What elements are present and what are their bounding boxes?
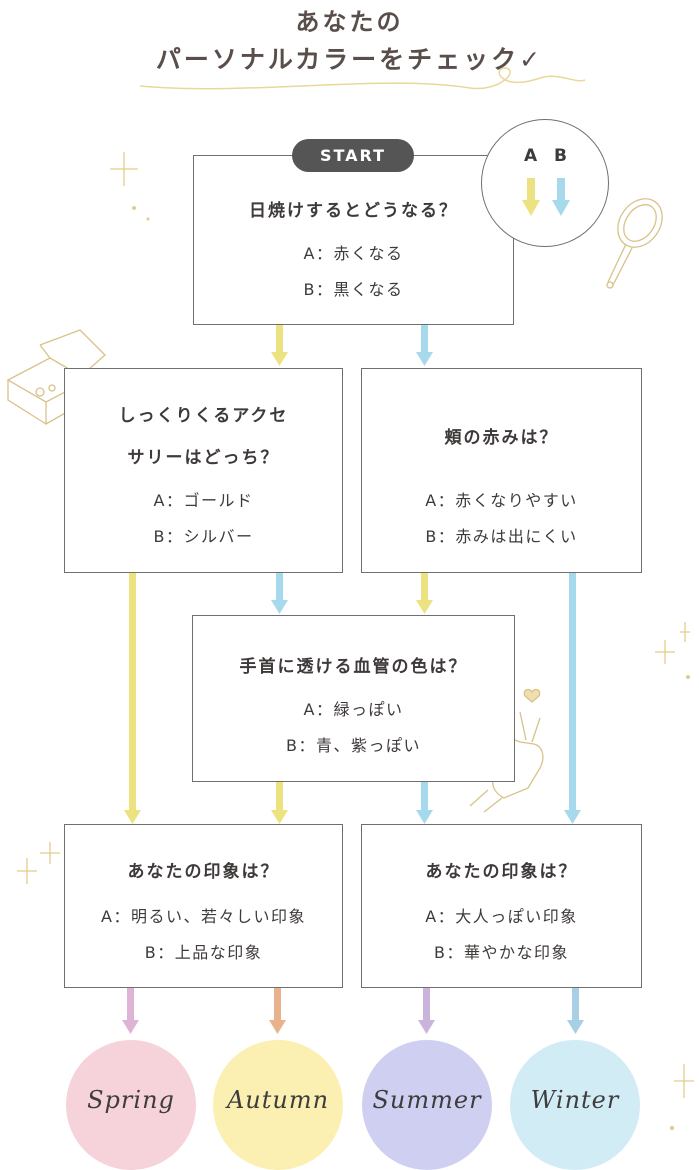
arrow-to-autumn (269, 988, 286, 1034)
arrow-q3-to-q4 (416, 573, 433, 614)
q6-option-a: A：大人っぽい印象 (425, 907, 578, 926)
q4-text: 手首に透ける血管の色は？ (239, 657, 468, 677)
q4-option-a: A：緑っぽい (303, 700, 404, 719)
result-winter-label: Winter (530, 1086, 620, 1114)
arrow-to-summer (418, 988, 435, 1034)
legend-a-label: A (524, 146, 538, 166)
q3-option-a: A：赤くなりやすい (425, 491, 578, 510)
arrow-to-winter (567, 988, 584, 1034)
q3-text: 頬の赤みは？ (444, 428, 559, 448)
q1-text: 日焼けするとどうなる？ (249, 201, 458, 221)
legend-b-label: B (554, 146, 567, 166)
sparkle-icon (17, 152, 694, 1098)
result-autumn-label: Autumn (226, 1086, 330, 1114)
result-winter: Winter (510, 1040, 640, 1170)
q6-text: あなたの印象は？ (425, 862, 578, 882)
q2-option-b: B：シルバー (153, 527, 254, 546)
arrow-q4-to-q6 (416, 782, 433, 824)
question-box-2: しっくりくるアクセ サリーはどっち？ A：ゴールド B：シルバー (64, 368, 343, 573)
title-underline (139, 67, 586, 90)
arrow-q4-to-q5 (271, 782, 288, 824)
q1-option-a: A：赤くなる (303, 244, 404, 263)
question-box-3: 頬の赤みは？ A：赤くなりやすい B：赤みは出にくい (361, 368, 642, 573)
q5-option-a: A：明るい、若々しい印象 (101, 907, 306, 926)
result-autumn: Autumn (213, 1040, 343, 1170)
arrow-q2-to-q4 (271, 573, 288, 614)
q1-option-b: B：黒くなる (303, 280, 404, 299)
legend-arrow-b (552, 178, 570, 216)
legend-circle: A B (481, 119, 609, 247)
legend-arrows (522, 178, 570, 216)
q2-option-a: A：ゴールド (153, 491, 254, 510)
question-box-5: あなたの印象は？ A：明るい、若々しい印象 B：上品な印象 (64, 824, 343, 988)
result-spring-label: Spring (87, 1086, 175, 1114)
q6-option-b: B：華やかな印象 (434, 943, 569, 962)
q4-option-b: B：青、紫っぽい (286, 736, 421, 755)
result-spring: Spring (66, 1040, 196, 1170)
question-box-1: 日焼けするとどうなる？ A：赤くなる B：黒くなる (193, 155, 514, 325)
question-box-6: あなたの印象は？ A：大人っぽい印象 B：華やかな印象 (361, 824, 642, 988)
q2-text-line2: サリーはどっち？ (127, 448, 280, 468)
arrow-q1-to-q2 (271, 325, 288, 366)
result-summer-label: Summer (372, 1086, 482, 1114)
q5-option-b: B：上品な印象 (144, 943, 263, 962)
hand-mirror-icon (606, 198, 663, 289)
arrow-q1-to-q3 (416, 325, 433, 366)
arrow-q3-to-q6 (564, 573, 581, 824)
result-summer: Summer (362, 1040, 492, 1170)
legend-arrow-a (522, 178, 540, 216)
title-line2: パーソナルカラーをチェック✓ (155, 45, 544, 74)
question-box-4: 手首に透ける血管の色は？ A：緑っぽい B：青、紫っぽい (192, 615, 515, 782)
arrow-to-spring (122, 988, 139, 1034)
q2-text-line1: しっくりくるアクセ (118, 406, 289, 426)
title-line1: あなたの (295, 8, 404, 36)
arrow-q2-to-q5 (124, 573, 141, 824)
q3-option-b: B：赤みは出にくい (425, 527, 578, 546)
dot-decoration (132, 206, 690, 1130)
start-badge: START (292, 139, 414, 172)
q5-text: あなたの印象は？ (127, 862, 280, 882)
